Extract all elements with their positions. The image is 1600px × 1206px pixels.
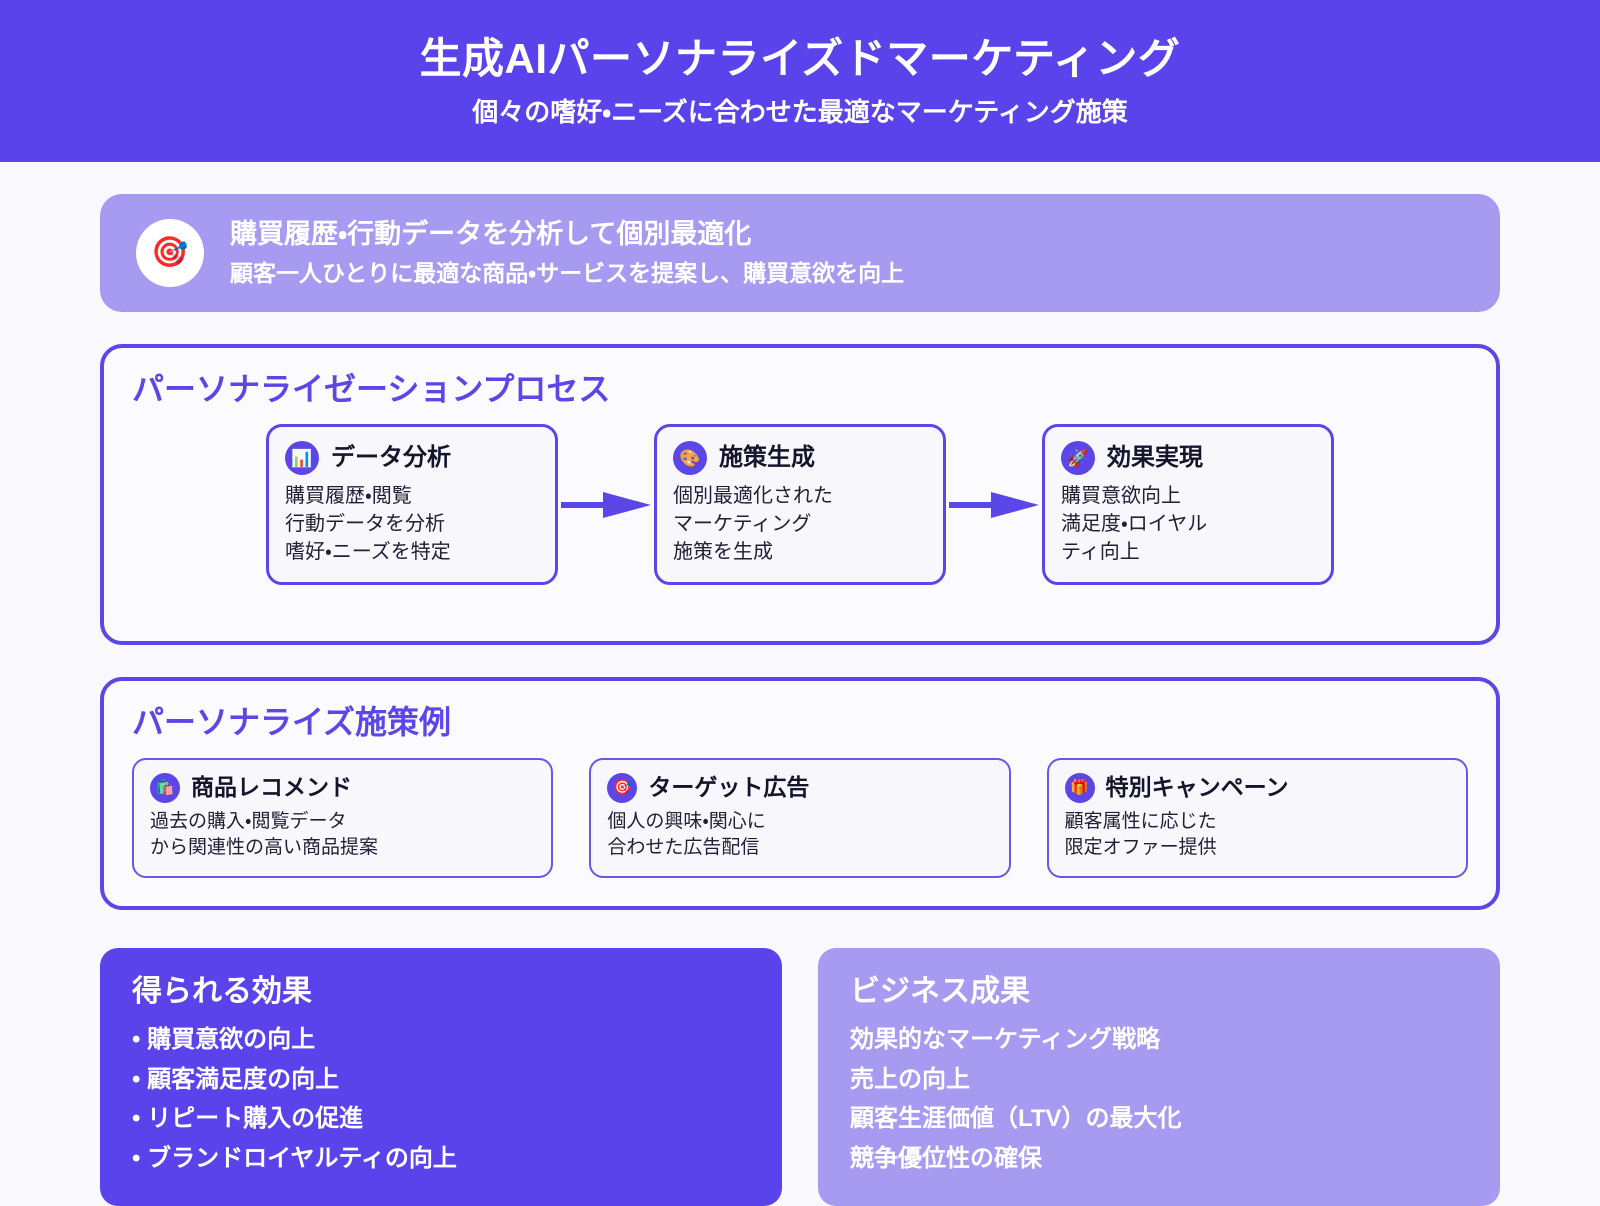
process-card-description: 個別最適化された マーケティング 施策を生成: [673, 485, 833, 563]
list-item: 顧客満足度の向上: [132, 1060, 750, 1100]
process-card-head: 📊 データ分析: [285, 441, 539, 476]
measure-card-title: 特別キャンペーン: [1105, 773, 1289, 800]
page-header: 生成AIパーソナライズドマーケティング 個々の嗜好・ニーズに合わせた最適なマーケ…: [0, 0, 1600, 162]
summary-texts: 購買履歴・行動データを分析して個別最適化 顧客一人ひとりに最適な商品・サービスを…: [230, 219, 904, 286]
process-section-title: パーソナライゼーションプロセス: [132, 371, 611, 407]
personalization-process-section: パーソナライゼーションプロセス 📊 データ分析 購買履歴・閲覧 行動データを分析…: [100, 344, 1500, 646]
flow-arrow-2: [946, 424, 1042, 585]
process-card-head: 🚀 効果実現: [1061, 441, 1315, 476]
benefits-list: 購買意欲の向上 顧客満足度の向上 リピート購入の促進 ブランドロイヤルティの向上: [132, 1020, 750, 1178]
measure-card-title: 商品レコメンド: [191, 773, 352, 800]
page-body: 🎯 購買履歴・行動データを分析して個別最適化 顧客一人ひとりに最適な商品・サービ…: [0, 194, 1600, 1206]
process-card-title: 施策生成: [719, 444, 815, 472]
business-results-panel-title: ビジネス成果: [850, 975, 1030, 1008]
business-results-panel: ビジネス成果 効果的なマーケティング戦略 売上の向上 顧客生涯価値（LTV）の最…: [818, 948, 1500, 1206]
dart-target-icon: 🎯: [607, 772, 638, 803]
measure-card-row: 🛍️ 商品レコメンド 過去の購入・閲覧データ から関連性の高い商品提案 🎯 ター…: [132, 757, 1468, 878]
process-card-title: データ分析: [331, 444, 451, 472]
list-item: リピート購入の促進: [132, 1099, 750, 1139]
list-item: 顧客生涯価値（LTV）の最大化: [850, 1105, 1182, 1133]
process-card-effect-realization[interactable]: 🚀 効果実現 購買意欲向上 満足度・ロイヤル ティ向上: [1042, 424, 1334, 586]
process-card-description: 購買意欲向上 満足度・ロイヤル ティ向上: [1061, 485, 1208, 563]
personalized-measures-section: パーソナライズ施策例 🛍️ 商品レコメンド 過去の購入・閲覧データ から関連性の…: [100, 677, 1500, 910]
list-item: 効果的なマーケティング戦略: [850, 1026, 1161, 1053]
measure-card-description: 過去の購入・閲覧データ から関連性の高い商品提案: [150, 810, 379, 858]
benefits-panel-title: 得られる効果: [132, 975, 312, 1008]
shopping-bags-icon: 🛍️: [150, 772, 180, 803]
page-subtitle: 個々の嗜好・ニーズに合わせた最適なマーケティング施策: [472, 96, 1128, 127]
flow-arrow-1: [558, 424, 654, 585]
process-card-measure-generation[interactable]: 🎨 施策生成 個別最適化された マーケティング 施策を生成: [654, 424, 946, 586]
measure-section-title: パーソナライズ施策例: [132, 704, 452, 741]
list-item: 売上の向上: [850, 1065, 970, 1093]
measure-card-special-campaign[interactable]: 🎁 特別キャンペーン 顧客属性に応じた 限定オファー提供: [1046, 757, 1468, 878]
page-title: 生成AIパーソナライズドマーケティング: [419, 34, 1181, 82]
summary-headline: 購買履歴・行動データを分析して個別最適化: [230, 219, 752, 250]
rocket-icon: 🚀: [1061, 441, 1095, 476]
artist-palette-icon: 🎨: [673, 441, 707, 476]
process-card-description: 購買履歴・閲覧 行動データを分析 嗜好・ニーズを特定: [285, 485, 451, 563]
bar-chart-icon: 📊: [285, 441, 319, 476]
outcome-row: 得られる効果 購買意欲の向上 顧客満足度の向上 リピート購入の促進 ブランドロイ…: [100, 948, 1500, 1206]
measure-card-product-recommendation[interactable]: 🛍️ 商品レコメンド 過去の購入・閲覧データ から関連性の高い商品提案: [132, 757, 554, 878]
dart-target-icon: 🎯: [136, 219, 204, 287]
process-card-title: 効果実現: [1107, 444, 1203, 472]
summary-subline: 顧客一人ひとりに最適な商品・サービスを提案し、購買意欲を向上: [230, 260, 905, 287]
process-card-head: 🎨 施策生成: [673, 441, 927, 476]
process-flow: 📊 データ分析 購買履歴・閲覧 行動データを分析 嗜好・ニーズを特定 🎨 施策生…: [132, 424, 1468, 613]
list-item: 購買意欲の向上: [132, 1020, 750, 1060]
measure-card-description: 顧客属性に応じた 限定オファー提供: [1064, 810, 1217, 858]
measure-card-title: ターゲット広告: [648, 773, 810, 800]
measure-card-description: 個人の興味・関心に 合わせた広告配信: [607, 810, 766, 858]
measure-card-head: 🎁 特別キャンペーン: [1064, 772, 1450, 803]
measure-card-targeted-advertising[interactable]: 🎯 ターゲット広告 個人の興味・関心に 合わせた広告配信: [589, 757, 1011, 878]
gift-icon: 🎁: [1064, 772, 1095, 803]
summary-banner: 🎯 購買履歴・行動データを分析して個別最適化 顧客一人ひとりに最適な商品・サービ…: [100, 194, 1500, 312]
process-card-data-analysis[interactable]: 📊 データ分析 購買履歴・閲覧 行動データを分析 嗜好・ニーズを特定: [266, 424, 558, 586]
measure-card-head: 🛍️ 商品レコメンド: [150, 772, 535, 803]
measure-card-head: 🎯 ターゲット広告: [607, 772, 992, 803]
benefits-panel: 得られる効果 購買意欲の向上 顧客満足度の向上 リピート購入の促進 ブランドロイ…: [100, 948, 782, 1206]
list-item: 競争優位性の確保: [850, 1144, 1042, 1172]
list-item: ブランドロイヤルティの向上: [132, 1139, 750, 1179]
business-results-list: 効果的なマーケティング戦略 売上の向上 顧客生涯価値（LTV）の最大化 競争優位…: [850, 1020, 1468, 1178]
